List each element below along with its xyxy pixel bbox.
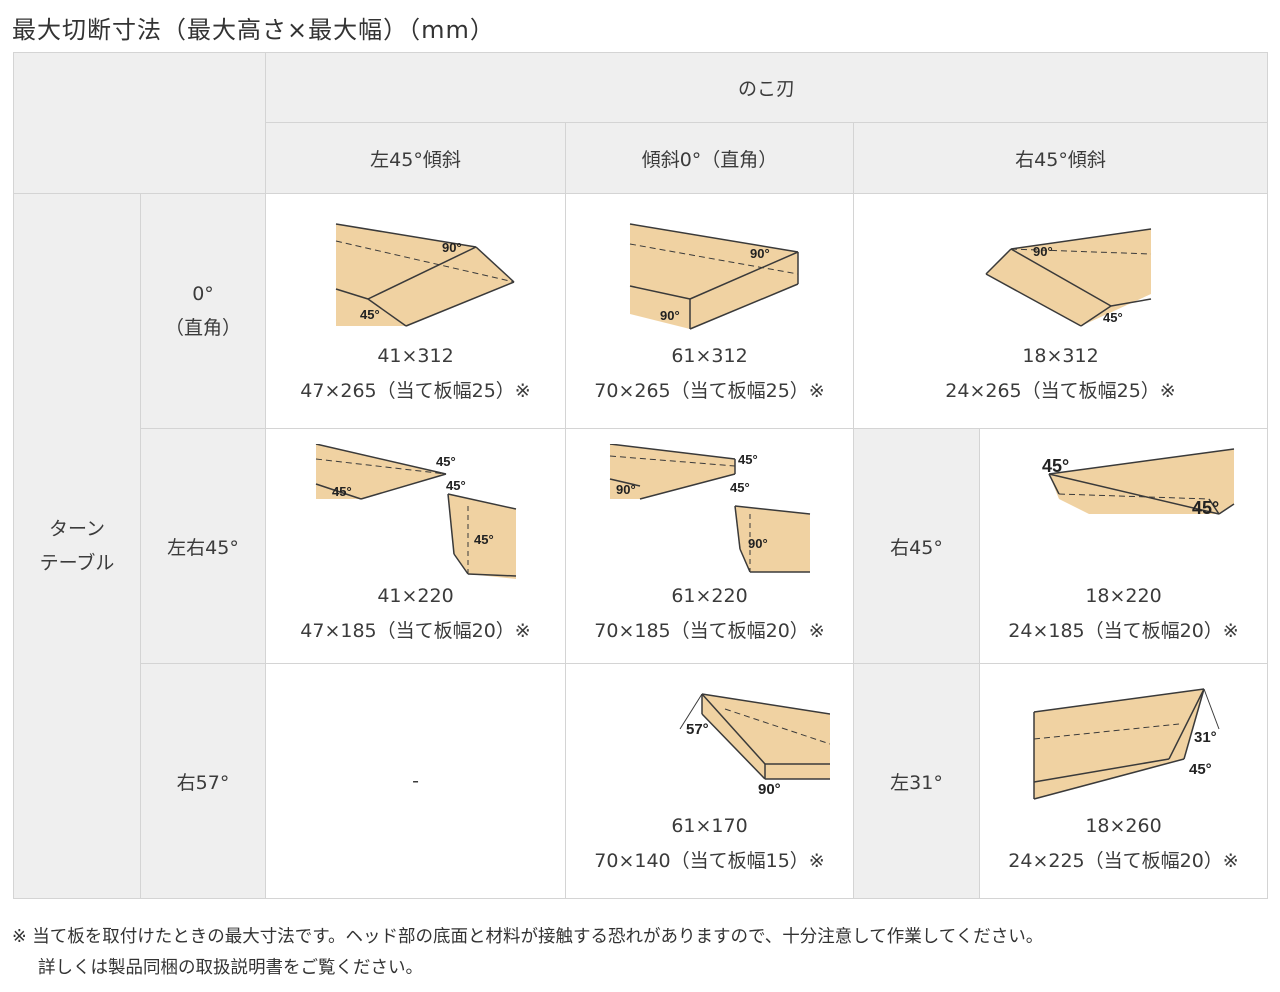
svg-text:45°: 45° — [1192, 498, 1219, 518]
svg-text:90°: 90° — [750, 246, 770, 261]
header-tilt-right45: 右45°傾斜 — [852, 122, 1269, 194]
svg-text:90°: 90° — [660, 308, 680, 323]
max-cut-value: 18×260 — [1085, 814, 1162, 837]
svg-text:45°: 45° — [436, 454, 456, 469]
cut-diagram-r0-right45: 90° 45° — [984, 227, 1151, 327]
max-cut-value-with-board: 47×185（当て板幅20）※ — [300, 619, 531, 642]
footnote-line-1: ※ 当て板を取付けたときの最大寸法です。ヘッド部の底面と材料が接触する恐れがあり… — [12, 927, 1044, 947]
max-cut-value: 61×170 — [671, 814, 748, 837]
svg-text:45°: 45° — [1189, 761, 1212, 778]
cut-diagram-r1-left45: 45° 45° 45° 45° — [315, 443, 516, 579]
page-title: 最大切断寸法（最大高さ×最大幅）（mm） — [12, 16, 495, 44]
max-cut-value: 41×312 — [377, 344, 454, 367]
header-blade: のこ刃 — [264, 52, 1269, 123]
cut-diagram-r2-tilt0: 57° 90° — [679, 692, 830, 798]
svg-text:45°: 45° — [332, 484, 352, 499]
cut-diagram-r1-tilt0: 45° 90° 45° 90° — [609, 443, 810, 573]
cell-r1-left45: 45° 45° 45° 45° 41×220 47×185（当て板幅20）※ — [265, 428, 566, 664]
cell-r2-tilt0: 57° 90° 61×170 70×140（当て板幅15）※ — [565, 663, 854, 899]
max-cut-value-with-board: 24×225（当て板幅20）※ — [1008, 849, 1239, 872]
svg-text:90°: 90° — [1033, 244, 1053, 259]
svg-text:45°: 45° — [1042, 456, 1069, 476]
svg-text:31°: 31° — [1194, 729, 1217, 746]
max-cut-value-with-board: 47×265（当て板幅25）※ — [300, 379, 531, 402]
max-cut-value-with-board: 70×140（当て板幅15）※ — [594, 849, 825, 872]
max-cut-value-with-board: 70×265（当て板幅25）※ — [594, 379, 825, 402]
footnote-line-2: 詳しくは製品同梱の取扱説明書をご覧ください。 — [38, 958, 423, 978]
row-label-right57: 右57° — [140, 663, 266, 899]
cell-r0-tilt0: 90° 90° 61×312 70×265（当て板幅25）※ — [565, 193, 854, 429]
cut-diagram-r1-right45: 45° 45° — [1042, 447, 1234, 518]
max-cut-value: 41×220 — [377, 584, 454, 607]
svg-text:90°: 90° — [748, 536, 768, 551]
svg-text:45°: 45° — [446, 478, 466, 493]
angle-label: 90° — [442, 240, 462, 255]
cell-r0-left45: 90° 45° 41×312 47×265（当て板幅25）※ — [265, 193, 566, 429]
max-cut-value: 18×312 — [1022, 344, 1099, 367]
max-cut-value: 61×220 — [671, 584, 748, 607]
row-label-lr45: 左右45° — [140, 428, 266, 664]
cut-diagram-r0-tilt0: 90° 90° — [629, 222, 799, 330]
sub-label-right45: 右45° — [853, 428, 980, 664]
cut-diagram-r0-left45: 90° 45° — [335, 222, 515, 327]
turntable-label: ターン テーブル — [13, 193, 141, 899]
max-cut-value-with-board: 24×185（当て板幅20）※ — [1008, 619, 1239, 642]
svg-text:90°: 90° — [758, 781, 781, 798]
cell-r2-left45: - — [265, 663, 566, 899]
header-tilt-0: 傾斜0°（直角） — [565, 122, 854, 194]
cell-r1-tilt0: 45° 90° 45° 90° 61×220 70×185（当て板幅20）※ — [565, 428, 854, 664]
max-cut-value-with-board: 24×265（当て板幅25）※ — [945, 379, 1176, 402]
max-cut-value: 18×220 — [1085, 584, 1162, 607]
header-tilt-left45: 左45°傾斜 — [265, 122, 566, 194]
cell-r2-right45: 31° 45° 18×260 24×225（当て板幅20）※ — [978, 663, 1269, 899]
sub-label-left31: 左31° — [853, 663, 980, 899]
svg-text:90°: 90° — [616, 482, 636, 497]
not-applicable: - — [412, 769, 419, 792]
angle-label: 45° — [360, 307, 380, 322]
svg-text:45°: 45° — [474, 532, 494, 547]
row-label-0deg: 0° （直角） — [140, 193, 266, 429]
cut-diagram-r2-right45: 31° 45° — [1032, 687, 1219, 800]
cutting-spec-table: のこ刃 左45°傾斜 傾斜0°（直角） 右45°傾斜 ターン テーブル 0° （… — [13, 52, 1269, 899]
max-cut-value-with-board: 70×185（当て板幅20）※ — [594, 619, 825, 642]
svg-text:45°: 45° — [1103, 310, 1123, 325]
cell-r1-right45: 45° 45° 18×220 24×185（当て板幅20）※ — [978, 428, 1269, 664]
footnote: ※ 当て板を取付けたときの最大寸法です。ヘッド部の底面と材料が接触する恐れがあり… — [12, 922, 1043, 984]
cell-r0-right45: 90° 45° 18×312 24×265（当て板幅25）※ — [852, 193, 1269, 429]
svg-text:45°: 45° — [730, 480, 750, 495]
svg-text:57°: 57° — [686, 721, 709, 738]
svg-text:45°: 45° — [738, 452, 758, 467]
max-cut-value: 61×312 — [671, 344, 748, 367]
header-corner — [13, 52, 266, 194]
